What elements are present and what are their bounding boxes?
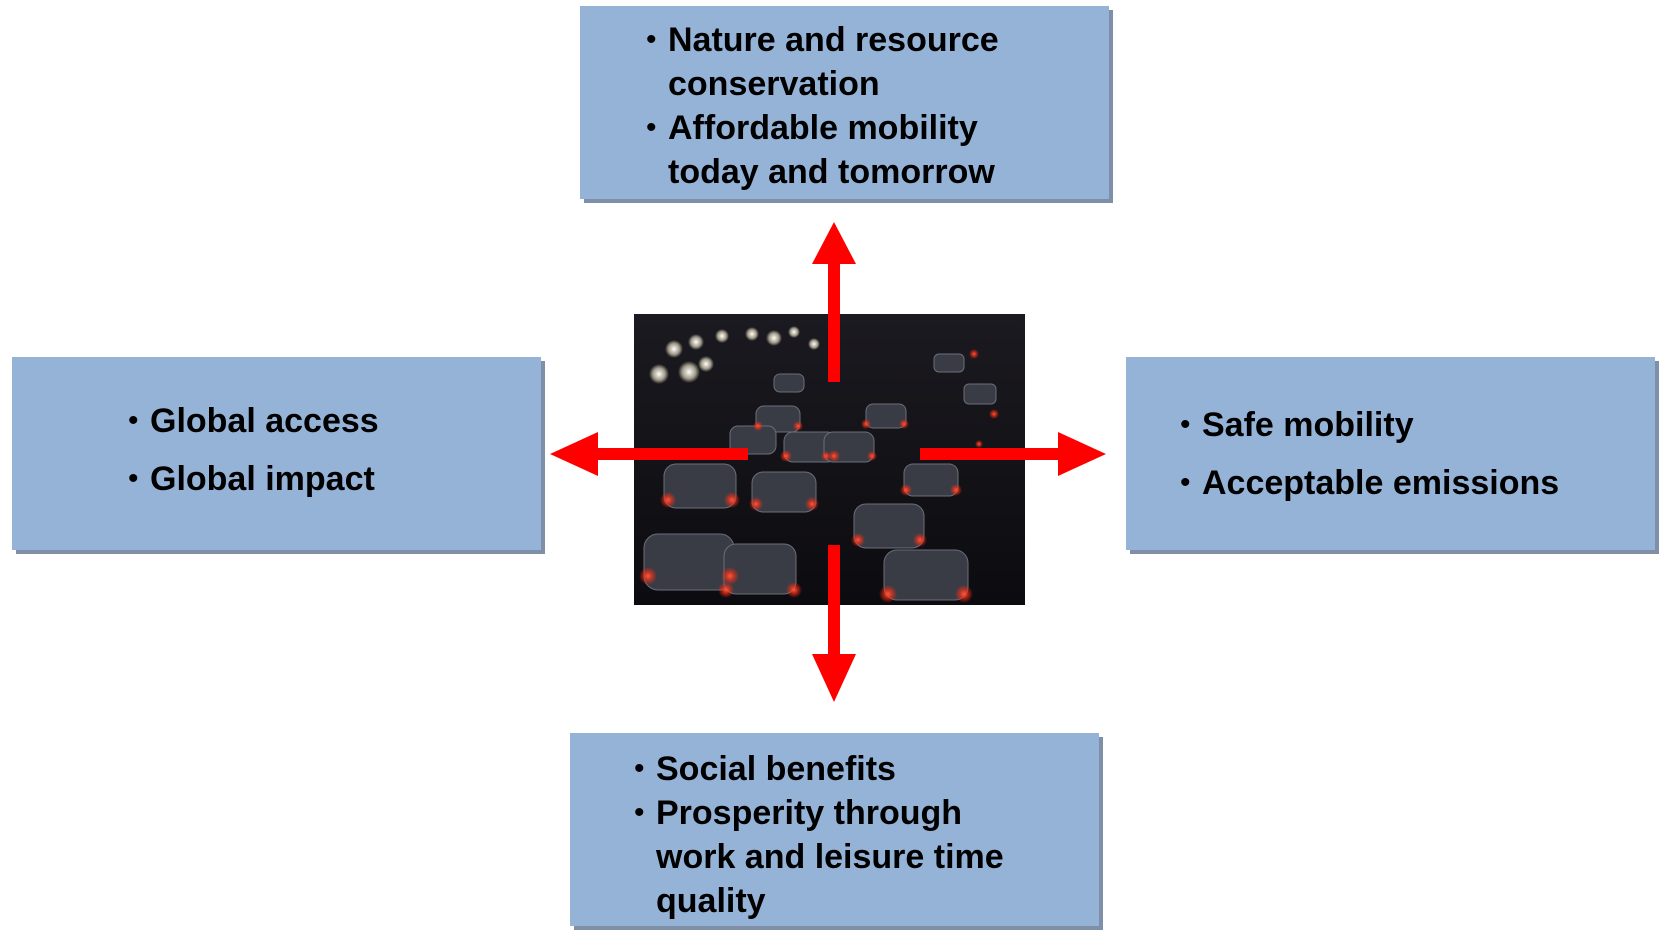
box-left-global: Global access Global impact — [12, 357, 541, 550]
box-left-list: Global access Global impact — [128, 399, 541, 501]
box-right-list: Safe mobility Acceptable emissions — [1180, 403, 1655, 505]
night-traffic-photo — [634, 314, 1025, 605]
box-bottom-item-2: Prosperity through work and leisure time… — [634, 791, 1046, 923]
box-right-safety: Safe mobility Acceptable emissions — [1126, 357, 1655, 550]
box-top-item-1: Nature and resource conservation — [646, 18, 1109, 106]
box-left-item-2: Global impact — [128, 457, 541, 501]
box-right-item-1: Safe mobility — [1180, 403, 1655, 447]
headlights-group — [649, 326, 820, 384]
taillights-group — [639, 349, 999, 603]
box-bottom-item-1: Social benefits — [634, 747, 1099, 791]
box-top-list: Nature and resource conservation Afforda… — [646, 18, 1109, 194]
box-left-item-1: Global access — [128, 399, 541, 443]
box-top-item-2: Affordable mobility today and tomorrow — [646, 106, 1048, 194]
box-bottom-social: Social benefits Prosperity through work … — [570, 733, 1099, 926]
box-top-resources: Nature and resource conservation Afforda… — [580, 6, 1109, 199]
box-right-item-2: Acceptable emissions — [1180, 461, 1655, 505]
box-bottom-list: Social benefits Prosperity through work … — [634, 747, 1099, 923]
